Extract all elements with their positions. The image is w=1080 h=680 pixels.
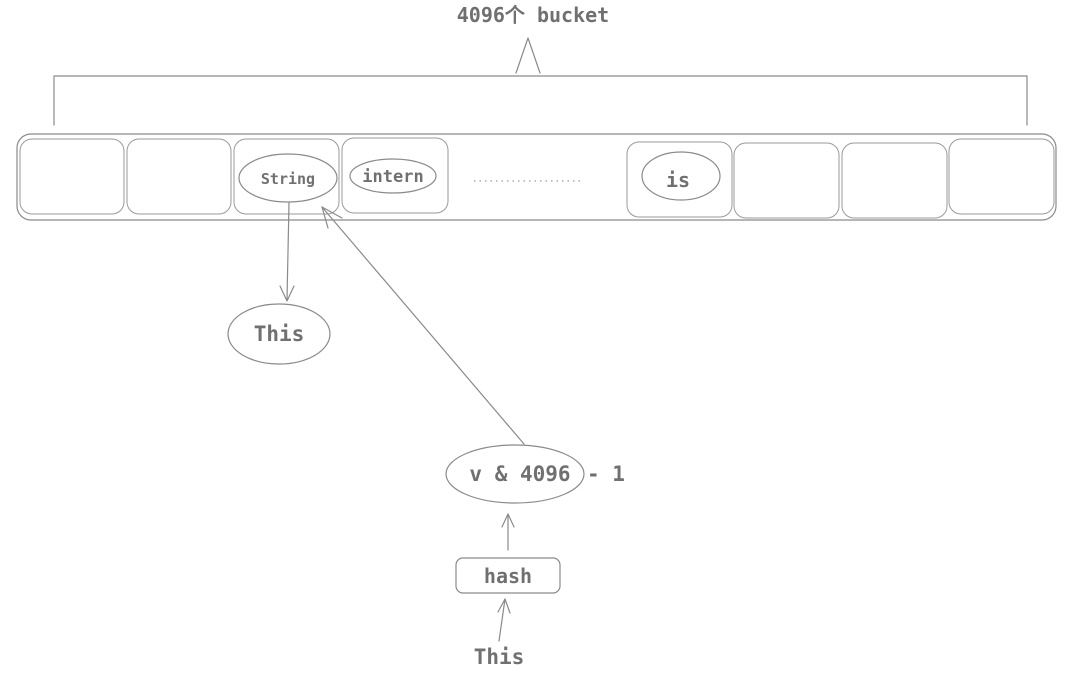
- hash-box-label: hash: [484, 564, 532, 588]
- bucket-cell: [126, 138, 232, 215]
- input-to-hash-arrow: [497, 598, 511, 642]
- is-node-label: is: [666, 168, 690, 192]
- is-node: [641, 151, 721, 201]
- bucket-cell: [948, 138, 1055, 215]
- index-expression-label: v & 4096: [469, 462, 570, 486]
- bucket-cell: [733, 142, 840, 219]
- hash-to-index-arrow: [501, 513, 515, 551]
- index-arrow: [321, 206, 525, 445]
- input-label: This: [474, 645, 525, 669]
- bucket-cell: [626, 141, 733, 218]
- bucket-cell: [341, 137, 449, 214]
- intern-node-label: intern: [362, 167, 423, 187]
- bucket-array: [16, 133, 1057, 221]
- bucket-cell: [233, 138, 340, 215]
- bucket-span-bracket: [53, 37, 1028, 126]
- index-expression-node: [445, 444, 585, 504]
- chain-node-label: This: [254, 322, 305, 346]
- chain-arrow: [279, 202, 295, 302]
- intern-node: [349, 158, 437, 194]
- string-node-label: String: [261, 170, 315, 188]
- bucket-cell: [19, 138, 125, 215]
- bucket-count-title: 4096个 bucket: [457, 3, 609, 27]
- index-expression-suffix: - 1: [587, 462, 625, 486]
- hash-box: [455, 557, 561, 594]
- bucket-cell: [841, 142, 948, 219]
- string-node: [238, 153, 338, 203]
- chain-node: [227, 303, 331, 365]
